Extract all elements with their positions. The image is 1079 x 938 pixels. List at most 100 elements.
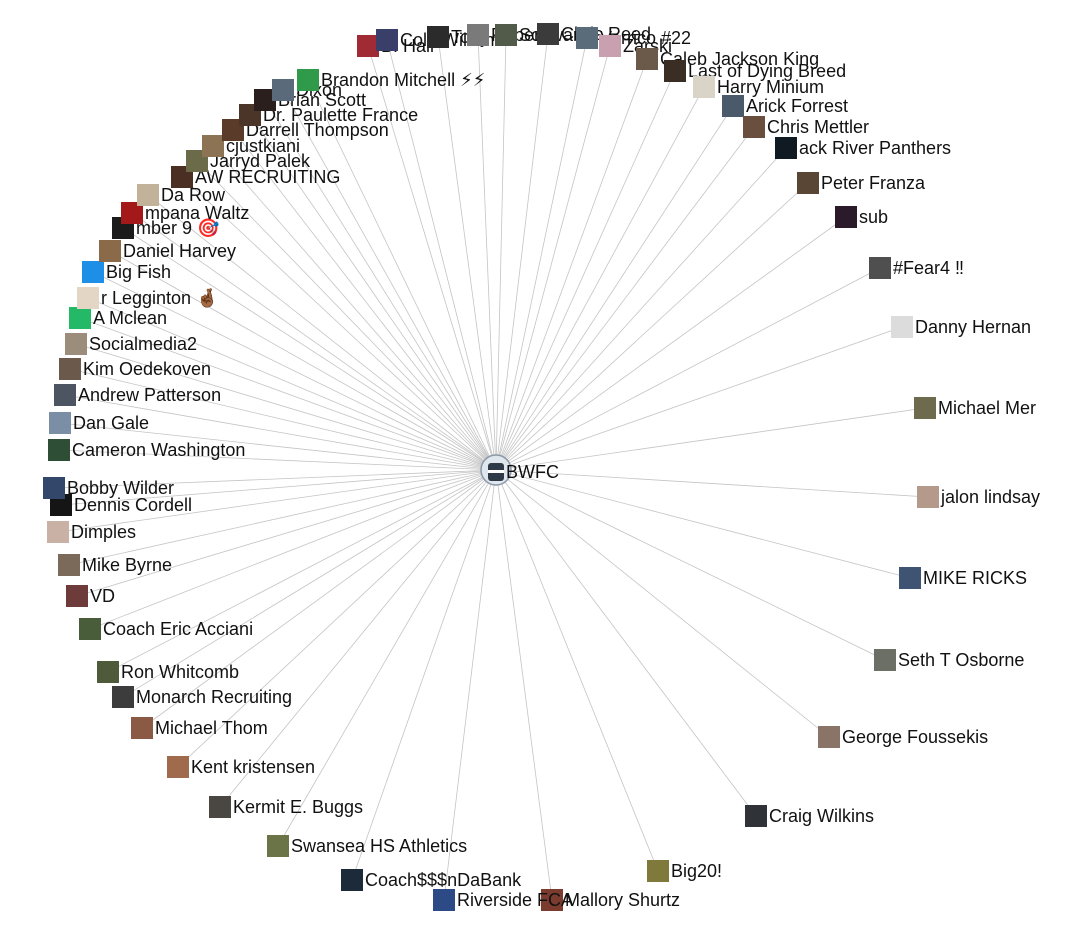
edge: [131, 212, 497, 471]
edge: [177, 469, 497, 768]
avatar: [48, 439, 70, 461]
avatar: [82, 261, 104, 283]
avatar: [59, 358, 81, 380]
graph-node[interactable]: Big20!: [647, 860, 722, 882]
graph-node[interactable]: VD: [66, 585, 115, 607]
avatar: [433, 889, 455, 911]
graph-node[interactable]: Swansea HS Athletics: [267, 835, 467, 857]
graph-node[interactable]: Caleb Jackson King: [636, 48, 819, 70]
graph-node[interactable]: Dimples: [47, 521, 136, 543]
graph-node[interactable]: A Mclean: [69, 307, 167, 329]
edge: [277, 469, 497, 847]
avatar: [835, 206, 857, 228]
edge: [109, 250, 497, 471]
graph-node[interactable]: Dennis Cordell: [50, 494, 192, 516]
graph-node[interactable]: Cameron Washington: [48, 439, 245, 461]
node-label: cjustkiani: [226, 136, 300, 156]
edge: [443, 469, 497, 901]
avatar: [54, 384, 76, 406]
node-label: Cameron Washington: [72, 440, 245, 460]
graph-node[interactable]: Monarch Recruiting: [112, 686, 292, 708]
node-label: A Mclean: [93, 308, 167, 328]
node-label: Michael Mer: [938, 398, 1036, 418]
node-label: r Legginton 🤞🏾: [101, 287, 218, 309]
graph-node[interactable]: Big Fish: [82, 261, 171, 283]
graph-node[interactable]: Coach Eric Acciani: [79, 618, 253, 640]
node-label: Seth T Osborne: [898, 650, 1024, 670]
graph-node[interactable]: MIKE RICKS: [899, 567, 1027, 589]
graph-node[interactable]: Zarski: [599, 35, 672, 57]
edge: [367, 45, 497, 471]
graph-node[interactable]: Andrew Patterson: [54, 384, 221, 406]
graph-node[interactable]: Riverside FCA: [433, 889, 573, 911]
graph-node[interactable]: Kent kristensen: [167, 756, 315, 778]
node-label: Da Row: [161, 185, 226, 205]
node-label: Ron Whitcomb: [121, 662, 239, 682]
edge: [107, 469, 497, 673]
graph-node[interactable]: jalon lindsay: [917, 486, 1040, 508]
graph-node[interactable]: Bobby Wilder: [43, 477, 174, 499]
node-label: Coach Eric Acciani: [103, 619, 253, 639]
graph-node[interactable]: Socialmedia2: [65, 333, 197, 355]
graph-node[interactable]: sub: [835, 206, 888, 228]
graph-node[interactable]: George Foussekis: [818, 726, 988, 748]
edge: [495, 469, 929, 498]
node-label: Brandon Mitchell ⚡⚡: [321, 70, 485, 90]
graph-node[interactable]: Da Row: [137, 184, 226, 206]
graph-node[interactable]: Ron Whitcomb: [97, 661, 239, 683]
avatar: [43, 477, 65, 499]
graph-node[interactable]: #Fear4 ‼: [869, 257, 964, 279]
avatar: [47, 521, 69, 543]
graph-node[interactable]: Kermit E. Buggs: [209, 796, 363, 818]
edge: [495, 182, 809, 471]
graph-node[interactable]: cjustkiani: [202, 135, 300, 157]
edge: [196, 160, 497, 471]
graph-node[interactable]: Darrell Thompson: [222, 119, 389, 141]
avatar: [69, 307, 91, 329]
graph-node[interactable]: Seth T Osborne: [874, 649, 1024, 671]
graph-node[interactable]: r Legginton 🤞🏾: [77, 287, 218, 309]
graph-node[interactable]: Mike Byrne: [58, 554, 172, 576]
graph-node[interactable]: Coach$$$nDaBank: [341, 869, 522, 891]
graph-node[interactable]: Last of Dying Breed: [664, 60, 846, 82]
graph-node[interactable]: Michael Thom: [131, 717, 268, 739]
graph-node[interactable]: ack River Panthers: [775, 137, 951, 159]
graph-node[interactable]: Mallory Shurtz: [541, 889, 680, 911]
node-label: Kim Oedekoven: [83, 359, 211, 379]
graph-node[interactable]: Brandon Mitchell ⚡⚡: [297, 69, 485, 91]
graph-node[interactable]: Craig Wilkins: [745, 805, 874, 827]
graph-node[interactable]: Danny Hernan: [891, 316, 1031, 338]
graph-node[interactable]: Kim Oedekoven: [59, 358, 211, 380]
avatar: [137, 184, 159, 206]
edge: [181, 176, 497, 471]
node-label: Swansea HS Athletics: [291, 836, 467, 856]
graph-node[interactable]: Dan Gale: [49, 412, 149, 434]
edge: [495, 469, 830, 738]
avatar: [576, 27, 598, 49]
node-label: Last of Dying Breed: [688, 61, 846, 81]
center-node[interactable]: BWFC: [480, 454, 559, 486]
graph-node[interactable]: Chris Mettler: [743, 116, 869, 138]
edge: [495, 407, 926, 471]
graph-node[interactable]: Harry Minium: [693, 76, 824, 98]
graph-node[interactable]: Arick Forrest: [722, 95, 848, 117]
graph-node[interactable]: mpana Waltz: [121, 202, 249, 224]
edge: [495, 469, 911, 579]
edge: [282, 89, 497, 471]
graph-node[interactable]: Daniel Harvey: [99, 240, 236, 262]
edge: [495, 469, 757, 817]
edge: [122, 469, 497, 698]
node-label: Jarryd Palek: [210, 151, 311, 171]
graph-node[interactable]: Verrico #22: [576, 27, 691, 49]
node-label: jalon lindsay: [940, 487, 1040, 507]
avatar: [112, 686, 134, 708]
graph-node[interactable]: Peter Franza: [797, 172, 926, 194]
graph-node[interactable]: Michael Mer: [914, 397, 1036, 419]
node-label: sub: [859, 207, 888, 227]
edge: [69, 368, 497, 471]
edge: [495, 58, 648, 471]
avatar: [79, 618, 101, 640]
edge: [64, 394, 497, 471]
graph-node[interactable]: Brian Scott: [254, 89, 366, 111]
